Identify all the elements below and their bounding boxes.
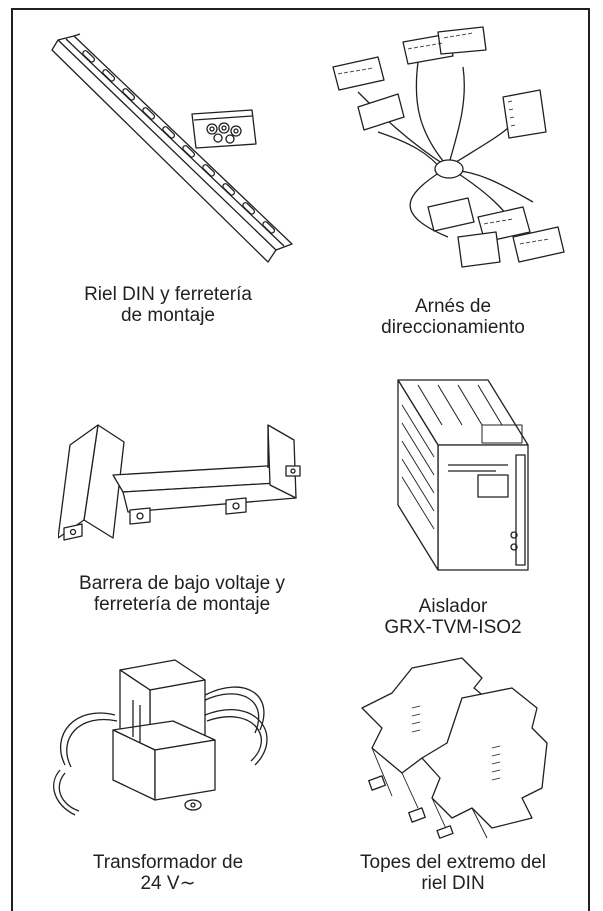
caption-line: riel DIN xyxy=(421,873,485,894)
caption-line: Riel DIN y ferretería xyxy=(84,284,252,305)
transformer-icon xyxy=(53,659,268,816)
caption-line: Topes del extremo del xyxy=(360,852,546,873)
caption-line: Arnés de xyxy=(414,296,492,317)
caption-din-rail-end-stops: Topes del extremo del riel DIN xyxy=(313,852,593,894)
caption-line: Aislador xyxy=(418,596,488,617)
caption-line: Transformador de xyxy=(92,852,244,873)
caption-line: 24 V∼ xyxy=(140,873,196,894)
caption-transformer: Transformador de 24 V∼ xyxy=(28,852,308,894)
isolator-module-icon xyxy=(397,379,529,571)
low-voltage-barrier-icon xyxy=(58,424,301,541)
caption-isolator: Aislador GRX-TVM-ISO2 xyxy=(313,596,593,638)
addressing-harness-icon xyxy=(332,26,565,268)
din-rail-end-stops-icon xyxy=(361,657,548,839)
caption-addressing-harness: Arnés de direccionamiento xyxy=(313,296,593,338)
caption-din-rail: Riel DIN y ferretería de montaje xyxy=(28,284,308,326)
caption-line: direccionamiento xyxy=(381,317,525,338)
caption-low-voltage-barrier: Barrera de bajo voltaje y ferretería de … xyxy=(42,573,322,615)
caption-line: ferretería de montaje xyxy=(93,594,271,615)
caption-line: Barrera de bajo voltaje y xyxy=(79,573,285,594)
page-frame xyxy=(11,8,590,911)
din-rail-icon xyxy=(51,33,293,263)
caption-line: de montaje xyxy=(120,305,215,326)
caption-line: GRX-TVM-ISO2 xyxy=(384,617,522,638)
